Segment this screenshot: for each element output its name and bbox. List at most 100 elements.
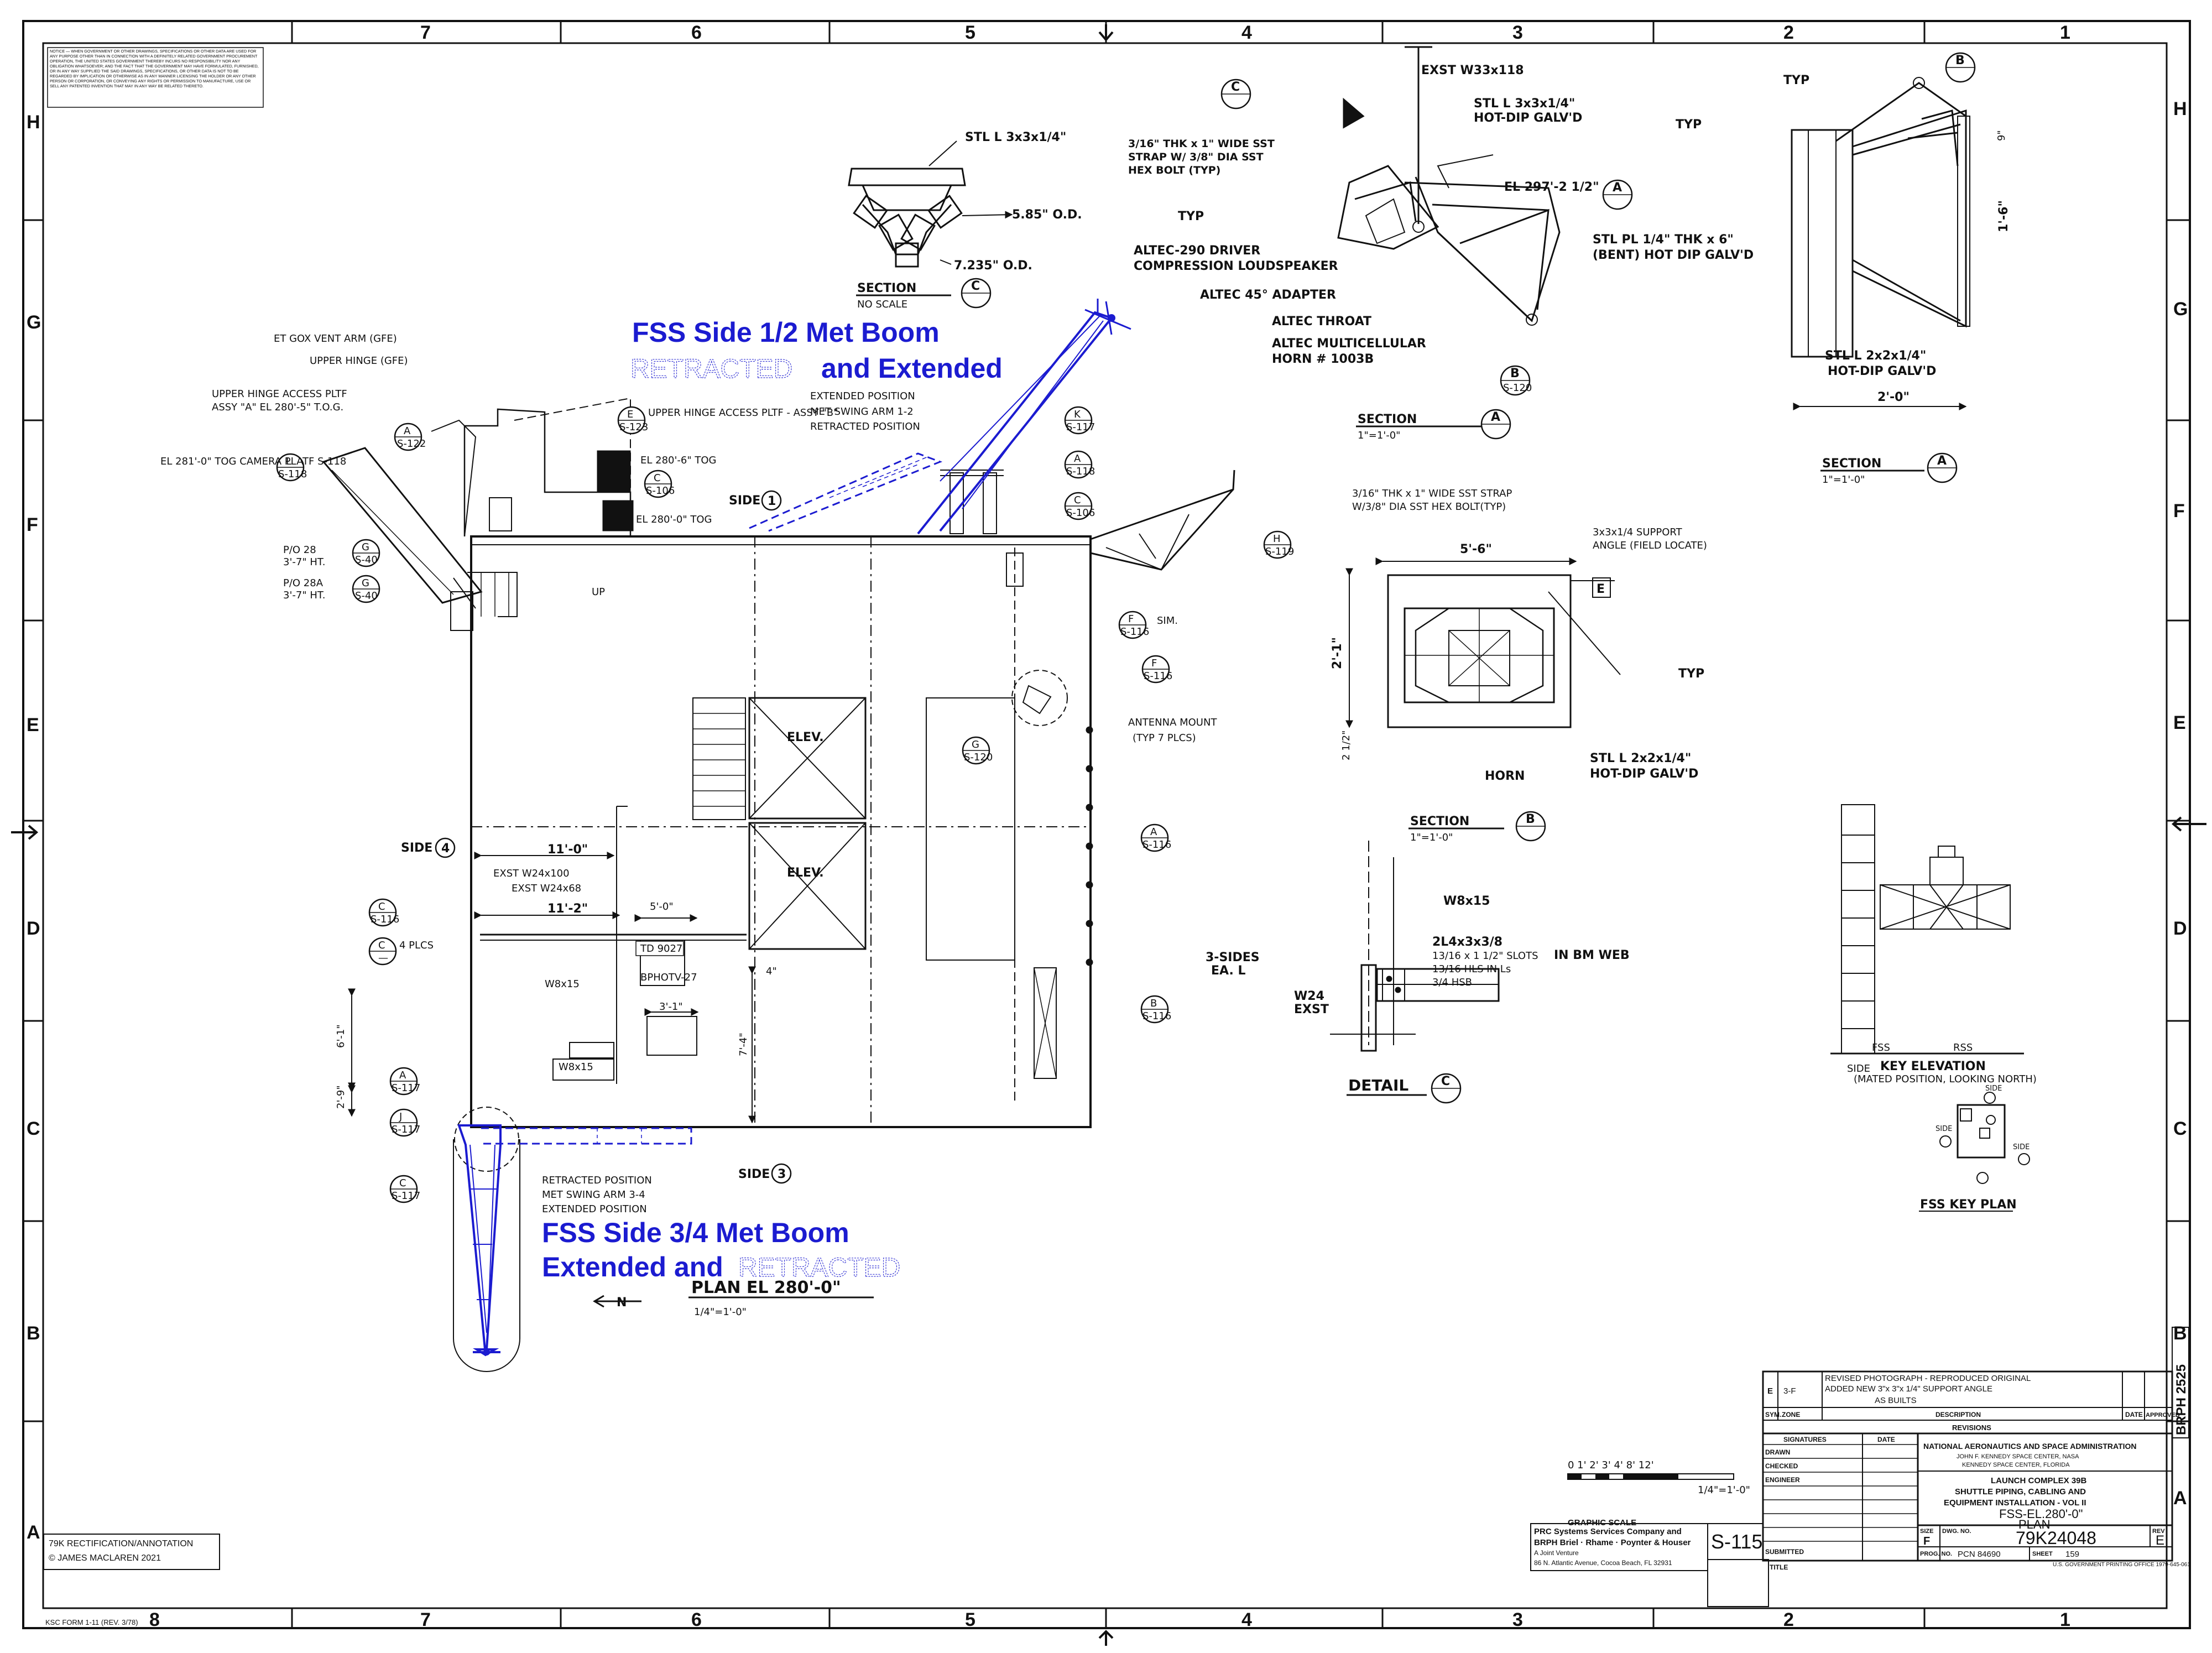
svg-text:S-117: S-117 bbox=[1066, 421, 1095, 433]
svg-text:SIDE: SIDE bbox=[1985, 1084, 2002, 1093]
svg-text:4": 4" bbox=[766, 966, 777, 977]
svg-text:S-122: S-122 bbox=[397, 438, 426, 450]
svg-text:SUBMITTED: SUBMITTED bbox=[1765, 1548, 1804, 1556]
government-notice: NOTICE — WHEN GOVERNMENT OR OTHER DRAWIN… bbox=[47, 47, 264, 108]
svg-text:C: C bbox=[654, 472, 661, 484]
svg-text:HOT-DIP GALV'D: HOT-DIP GALV'D bbox=[1828, 364, 1936, 378]
grid-column-labels-bottom: 8 7 6 5 4 3 2 1 bbox=[149, 1609, 2070, 1630]
svg-text:79K24048: 79K24048 bbox=[2016, 1528, 2096, 1548]
svg-text:3'-1": 3'-1" bbox=[659, 1001, 683, 1013]
svg-text:S-40: S-40 bbox=[355, 590, 378, 602]
svg-text:6: 6 bbox=[691, 22, 702, 43]
svg-text:SIDE: SIDE bbox=[401, 841, 432, 855]
svg-text:S-116: S-116 bbox=[1142, 839, 1171, 851]
svg-text:B: B bbox=[1510, 367, 1520, 380]
key-elevation-labels: FSS RSS SIDE KEY ELEVATION (MATED POSITI… bbox=[1847, 1042, 2037, 1085]
svg-text:2'-0": 2'-0" bbox=[1877, 390, 1910, 404]
svg-text:SYM.: SYM. bbox=[1765, 1411, 1781, 1419]
callout-C-S116: CS-116 bbox=[368, 898, 399, 927]
svg-text:HOT-DIP GALV'D: HOT-DIP GALV'D bbox=[1474, 111, 1582, 125]
svg-text:1'-6": 1'-6" bbox=[1997, 200, 2011, 232]
svg-text:B: B bbox=[1526, 812, 1535, 826]
svg-text:159: 159 bbox=[2065, 1550, 2079, 1559]
svg-text:KEY ELEVATION: KEY ELEVATION bbox=[1880, 1060, 1986, 1073]
svg-text:N: N bbox=[617, 1296, 627, 1310]
svg-text:(BENT) HOT DIP GALV'D: (BENT) HOT DIP GALV'D bbox=[1593, 248, 1754, 262]
section-a-side-detail bbox=[1791, 77, 1970, 358]
plan-callouts: AS-122 ES-123 CS-106 LS-118 GS-40 GS-40 … bbox=[276, 406, 1294, 1203]
svg-text:5.85" O.D.: 5.85" O.D. bbox=[1012, 208, 1082, 222]
title-block-text: E 3-F REVISED PHOTOGRAPH - REPRODUCED OR… bbox=[1534, 1364, 2190, 1571]
svg-text:FSS: FSS bbox=[1872, 1042, 1890, 1054]
svg-text:KENNEDY SPACE CENTER, FLORIDA: KENNEDY SPACE CENTER, FLORIDA bbox=[1962, 1462, 2070, 1468]
svg-text:SECTION: SECTION bbox=[1410, 815, 1469, 828]
svg-text:REV: REV bbox=[2152, 1528, 2165, 1535]
callout-A-S116: AS-116 bbox=[1140, 823, 1171, 852]
svg-text:EQUIPMENT INSTALLATION - VOL I: EQUIPMENT INSTALLATION - VOL II bbox=[1944, 1498, 2086, 1508]
callout-A-S118: AS-118 bbox=[1064, 450, 1095, 479]
svg-text:1: 1 bbox=[768, 494, 776, 508]
svg-text:5'-6": 5'-6" bbox=[1460, 543, 1492, 556]
svg-text:3x3x1/4 SUPPORT: 3x3x1/4 SUPPORT bbox=[1593, 526, 1683, 538]
svg-text:HORN: HORN bbox=[1485, 769, 1525, 783]
svg-text:S-116: S-116 bbox=[1144, 670, 1172, 682]
svg-text:UPPER HINGE ACCESS PLTF - ASSY: UPPER HINGE ACCESS PLTF - ASSY "B" bbox=[648, 407, 838, 419]
svg-text:PCN 84690: PCN 84690 bbox=[1958, 1550, 2001, 1559]
svg-text:E: E bbox=[2173, 712, 2186, 733]
svg-text:TYP: TYP bbox=[1676, 118, 1702, 132]
svg-text:C: C bbox=[2173, 1118, 2187, 1139]
svg-text:6'-1": 6'-1" bbox=[335, 1024, 347, 1048]
callout-L-S118: LS-118 bbox=[276, 453, 307, 482]
svg-text:1/4"=1'-0": 1/4"=1'-0" bbox=[694, 1306, 747, 1318]
svg-text:ANTENNA MOUNT: ANTENNA MOUNT bbox=[1128, 717, 1217, 728]
svg-text:FSS-EL.280'-0": FSS-EL.280'-0" bbox=[1999, 1507, 2083, 1521]
svg-text:13/16 x 1 1/2" SLOTS: 13/16 x 1 1/2" SLOTS bbox=[1432, 950, 1538, 962]
svg-text:C: C bbox=[971, 279, 980, 293]
svg-text:W/3/8" DIA SST HEX BOLT(TYP): W/3/8" DIA SST HEX BOLT(TYP) bbox=[1352, 501, 1506, 513]
svg-text:APPROVED: APPROVED bbox=[2146, 1412, 2180, 1419]
svg-text:UPPER HINGE (GFE): UPPER HINGE (GFE) bbox=[310, 355, 408, 367]
svg-text:A: A bbox=[1937, 454, 1947, 468]
svg-text:PLAN: PLAN bbox=[2018, 1518, 2050, 1531]
svg-text:2 1/2": 2 1/2" bbox=[1340, 731, 1352, 760]
svg-text:SIDE: SIDE bbox=[738, 1167, 770, 1181]
svg-text:BRPH Briel · Rhame · Poynter &: BRPH Briel · Rhame · Poynter & Houser bbox=[1534, 1538, 1691, 1547]
svg-text:ELEV.: ELEV. bbox=[787, 866, 824, 880]
svg-text:HOT-DIP GALV'D: HOT-DIP GALV'D bbox=[1590, 767, 1698, 781]
svg-text:E: E bbox=[27, 715, 39, 736]
svg-text:DATE: DATE bbox=[2125, 1411, 2143, 1419]
key-plan-labels: SIDE SIDE SIDE FSS KEY PLAN bbox=[1919, 1084, 2030, 1212]
svg-text:2L4x3x3/8: 2L4x3x3/8 bbox=[1432, 935, 1503, 949]
svg-text:BRPH 2525: BRPH 2525 bbox=[2174, 1364, 2189, 1435]
svg-text:G: G bbox=[2173, 299, 2188, 320]
svg-text:4: 4 bbox=[441, 842, 450, 856]
credit-line-2: © JAMES MACLAREN 2021 bbox=[49, 1553, 161, 1563]
svg-text:SIDE: SIDE bbox=[1847, 1063, 1870, 1075]
svg-text:COMPRESSION LOUDSPEAKER: COMPRESSION LOUDSPEAKER bbox=[1134, 259, 1338, 273]
svg-text:RETRACTED: RETRACTED bbox=[630, 354, 792, 384]
svg-text:AS BUILTS: AS BUILTS bbox=[1875, 1396, 1917, 1405]
svg-text:SIDE: SIDE bbox=[1936, 1125, 1952, 1133]
svg-text:TYP: TYP bbox=[1678, 667, 1704, 681]
svg-text:G: G bbox=[362, 541, 369, 553]
svg-text:W24: W24 bbox=[1294, 989, 1324, 1003]
svg-text:A: A bbox=[27, 1522, 40, 1543]
svg-text:S-118: S-118 bbox=[278, 468, 307, 480]
svg-text:—: — bbox=[378, 952, 388, 964]
svg-text:G: G bbox=[362, 577, 369, 589]
svg-text:C: C bbox=[1231, 80, 1240, 94]
svg-text:G: G bbox=[27, 312, 41, 333]
svg-text:STL L 3x3x1/4": STL L 3x3x1/4" bbox=[965, 131, 1066, 144]
callout-C-S106: CS-106 bbox=[644, 470, 675, 498]
svg-text:IN BM WEB: IN BM WEB bbox=[1554, 948, 1630, 962]
svg-text:FSS KEY PLAN: FSS KEY PLAN bbox=[1920, 1198, 2017, 1212]
svg-text:B: B bbox=[27, 1323, 40, 1344]
svg-text:W8x15: W8x15 bbox=[1443, 894, 1490, 908]
svg-text:MET SWING ARM 1-2: MET SWING ARM 1-2 bbox=[810, 406, 914, 418]
svg-text:REVISED PHOTOGRAPH - REPRODUCE: REVISED PHOTOGRAPH - REPRODUCED ORIGINAL bbox=[1825, 1374, 2031, 1383]
svg-text:TITLE: TITLE bbox=[1770, 1563, 1788, 1571]
section-a-horn-labels: EXST W33x118 STL L 3x3x1/4" HOT-DIP GALV… bbox=[1134, 64, 1754, 441]
svg-text:H: H bbox=[1273, 533, 1281, 545]
callout-F-S116a: FS-116 bbox=[1118, 611, 1149, 639]
